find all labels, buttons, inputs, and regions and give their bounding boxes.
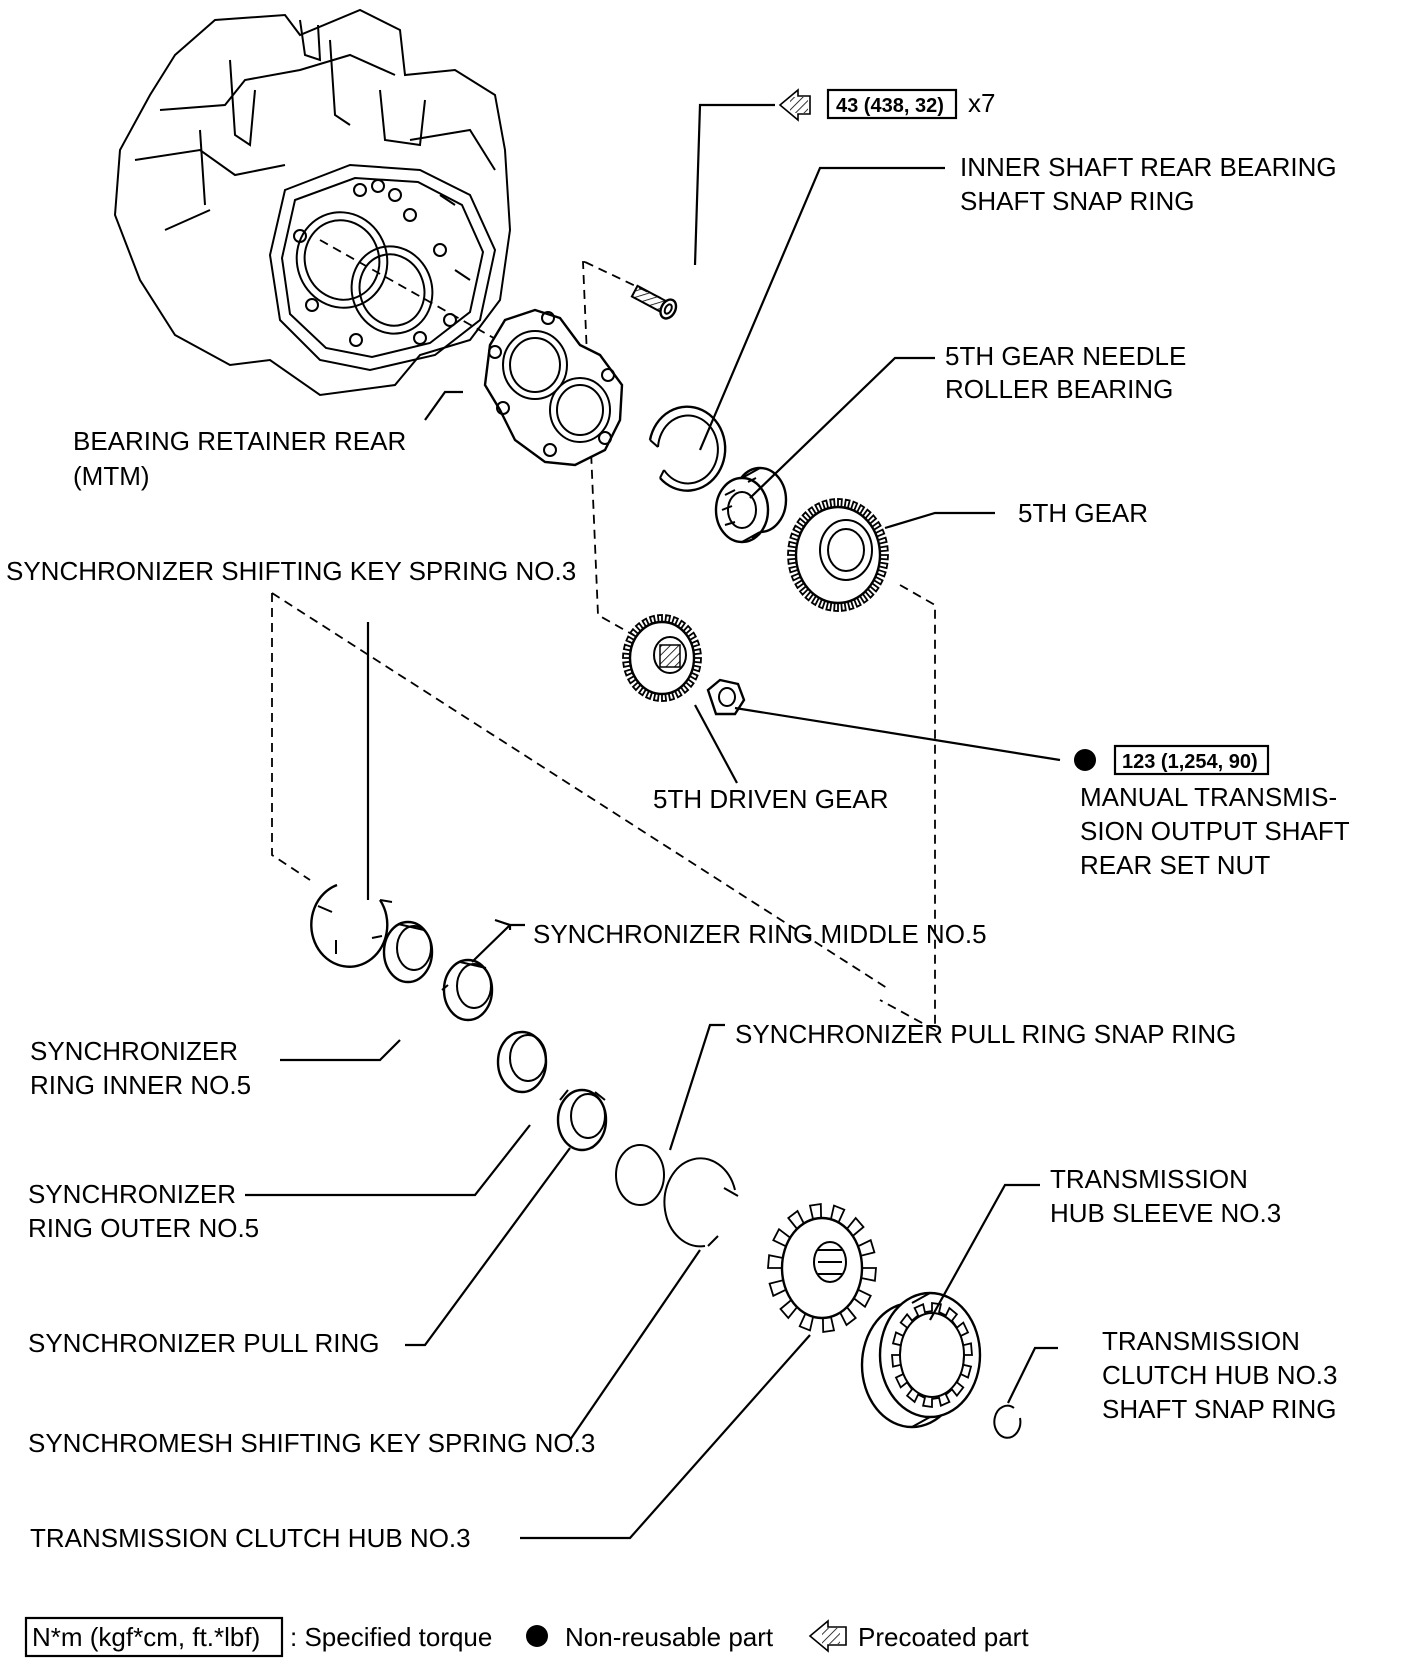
output-shaft-nut: [706, 678, 746, 716]
label-output-nut-1: MANUAL TRANSMIS-: [1080, 782, 1337, 812]
nut-torque-callout: 123 (1,254, 90): [1074, 744, 1270, 776]
label-needle-bearing-1: 5TH GEAR NEEDLE: [945, 341, 1186, 371]
legend-non-reusable-dot-icon: [526, 1625, 548, 1647]
bolt-torque-value: 43 (438, 32): [836, 95, 944, 117]
legend-torque-box: [24, 1616, 284, 1658]
clutch-hub: [767, 1202, 877, 1334]
assembly-centerlines: [271, 239, 936, 1032]
label-pull-ring: SYNCHRONIZER PULL RING: [28, 1328, 380, 1358]
precoated-arrow-icon: [778, 88, 811, 122]
synchronizer-ring-inner: [382, 920, 434, 984]
label-inner-shaft-snap-ring-2: SHAFT SNAP RING: [960, 186, 1195, 216]
bolt-torque-callout: 43 (438, 32) x7: [778, 88, 995, 122]
part-labels: INNER SHAFT REAR BEARING SHAFT SNAP RING…: [6, 152, 1350, 1553]
fifth-gear: [787, 498, 889, 612]
synchronizer-ring-middle: [441, 958, 494, 1022]
legend-precoated-text: Precoated part: [858, 1622, 1029, 1652]
hub-sleeve: [860, 1291, 982, 1429]
label-hub-sleeve-1: TRANSMISSION: [1050, 1164, 1248, 1194]
nut-torque-value: 123 (1,254, 90): [1122, 751, 1258, 773]
legend: N*m (kgf*cm, ft.*lbf) : Specified torque…: [24, 1616, 1029, 1658]
label-clutch-hub-snap-3: SHAFT SNAP RING: [1102, 1394, 1337, 1424]
clutch-hub-snap-ring: [993, 1404, 1022, 1439]
label-hub-sleeve-2: HUB SLEEVE NO.3: [1050, 1198, 1281, 1228]
bearing-retainer-rear: [483, 308, 624, 467]
synchronizer-ring-outer: [496, 1030, 548, 1094]
leader-lines: [245, 103, 1061, 1540]
synchromesh-key-spring: [663, 1157, 739, 1248]
label-needle-bearing-2: ROLLER BEARING: [945, 374, 1173, 404]
label-synchromesh-spring: SYNCHROMESH SHIFTING KEY SPRING NO.3: [28, 1428, 595, 1458]
label-output-nut-2: SION OUTPUT SHAFT: [1080, 816, 1350, 846]
label-driven-gear: 5TH DRIVEN GEAR: [653, 784, 889, 814]
label-ring-outer-1: SYNCHRONIZER: [28, 1179, 236, 1209]
label-ring-inner-1: SYNCHRONIZER: [30, 1036, 238, 1066]
transmission-case: [113, 8, 512, 397]
legend-torque-units: N*m (kgf*cm, ft.*lbf): [32, 1622, 260, 1652]
legend-torque-text: : Specified torque: [290, 1622, 492, 1652]
label-clutch-hub-snap-1: TRANSMISSION: [1102, 1326, 1300, 1356]
label-key-spring: SYNCHRONIZER SHIFTING KEY SPRING NO.3: [6, 556, 576, 586]
pull-ring-snap-ring: [615, 1144, 665, 1206]
label-output-nut-3: REAR SET NUT: [1080, 850, 1270, 880]
retainer-bolt: [630, 284, 678, 320]
label-clutch-hub-snap-2: CLUTCH HUB NO.3: [1102, 1360, 1337, 1390]
label-ring-outer-2: RING OUTER NO.5: [28, 1213, 259, 1243]
bolt-quantity: x7: [968, 88, 995, 118]
legend-nonreusable-text: Non-reusable part: [565, 1622, 774, 1652]
inner-shaft-snap-ring: [648, 405, 727, 492]
label-ring-inner-2: RING INNER NO.5: [30, 1070, 251, 1100]
fifth-driven-gear: [622, 614, 702, 702]
synchronizer-pull-ring: [556, 1088, 608, 1152]
label-bearing-retainer-1: BEARING RETAINER REAR: [73, 426, 406, 456]
label-inner-shaft-snap-ring-1: INNER SHAFT REAR BEARING: [960, 152, 1337, 182]
label-clutch-hub: TRANSMISSION CLUTCH HUB NO.3: [30, 1523, 471, 1553]
label-pull-ring-snap: SYNCHRONIZER PULL RING SNAP RING: [735, 1019, 1236, 1049]
label-bearing-retainer-2: (MTM): [73, 461, 150, 491]
label-fifth-gear: 5TH GEAR: [1018, 498, 1148, 528]
label-ring-middle: SYNCHRONIZER RING MIDDLE NO.5: [533, 919, 987, 949]
needle-roller-bearing: [714, 466, 788, 544]
shifting-key-spring: [310, 883, 393, 968]
non-reusable-dot-icon: [1074, 749, 1096, 771]
legend-precoated-arrow-icon: [808, 1619, 847, 1653]
